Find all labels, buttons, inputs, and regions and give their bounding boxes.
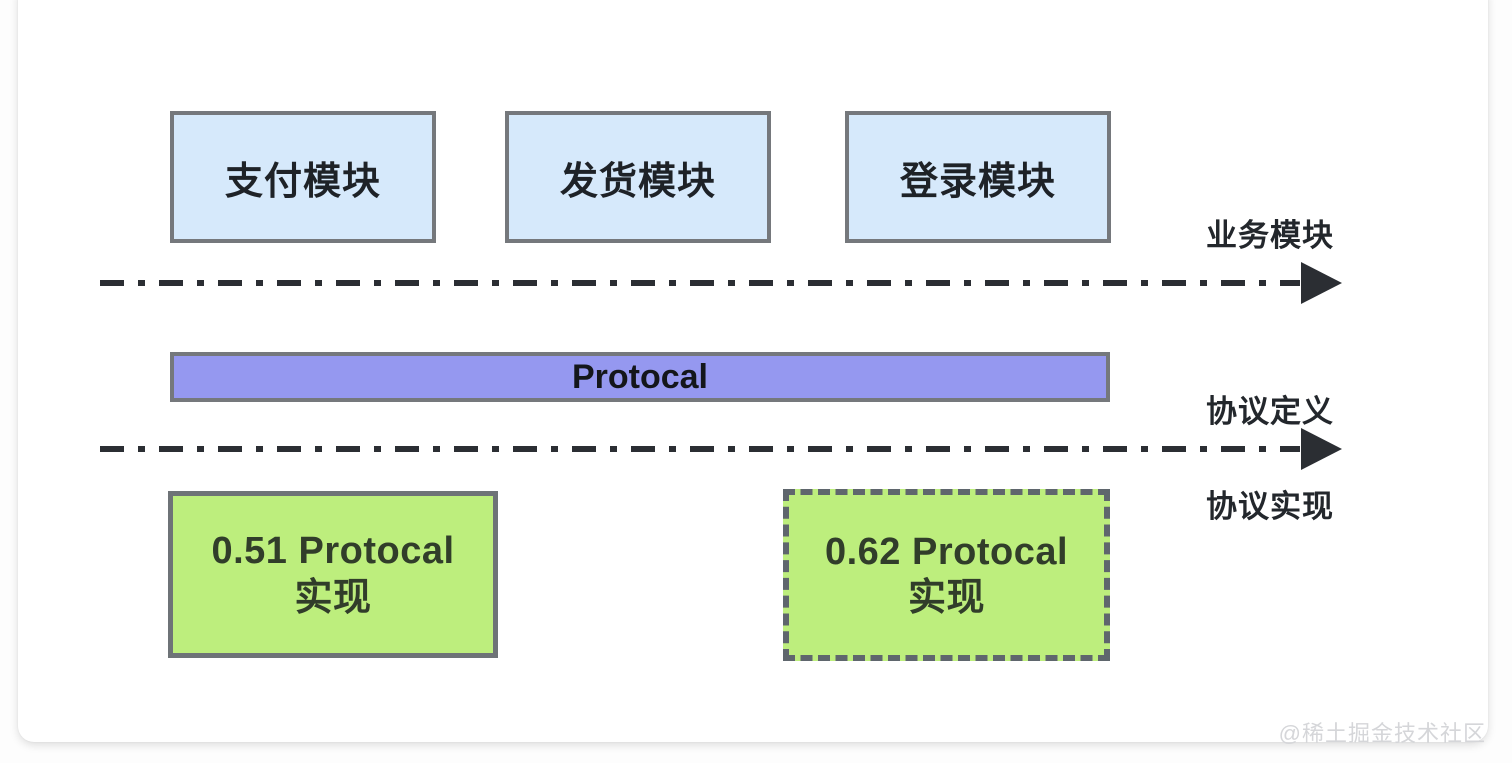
protocol-definition-layer-label: 协议定义 bbox=[1206, 394, 1334, 429]
business-layer-label: 业务模块 bbox=[1206, 218, 1334, 253]
login-module-label: 登录模块 bbox=[899, 160, 1056, 203]
juejin-watermark: @稀土掘金技术社区 bbox=[1278, 721, 1486, 746]
login-module-box: 登录模块 bbox=[845, 111, 1111, 243]
payment-module-label: 支付模块 bbox=[224, 160, 381, 203]
protocol-impl-062-label: 0.62 Protocal 实现 bbox=[824, 530, 1069, 619]
shipping-module-label: 发货模块 bbox=[559, 160, 716, 203]
protocol-implementation-layer-label: 协议实现 bbox=[1206, 489, 1334, 524]
protocol-impl-051-box: 0.51 Protocal 实现 bbox=[168, 491, 498, 658]
protocol-impl-051-label: 0.51 Protocal 实现 bbox=[211, 530, 455, 619]
protocol-bar: Protocal bbox=[170, 352, 1110, 402]
payment-module-box: 支付模块 bbox=[170, 111, 436, 243]
protocol-impl-062-box: 0.62 Protocal 实现 bbox=[783, 489, 1110, 661]
protocol-bar-label: Protocal bbox=[571, 357, 709, 396]
shipping-module-box: 发货模块 bbox=[505, 111, 771, 243]
